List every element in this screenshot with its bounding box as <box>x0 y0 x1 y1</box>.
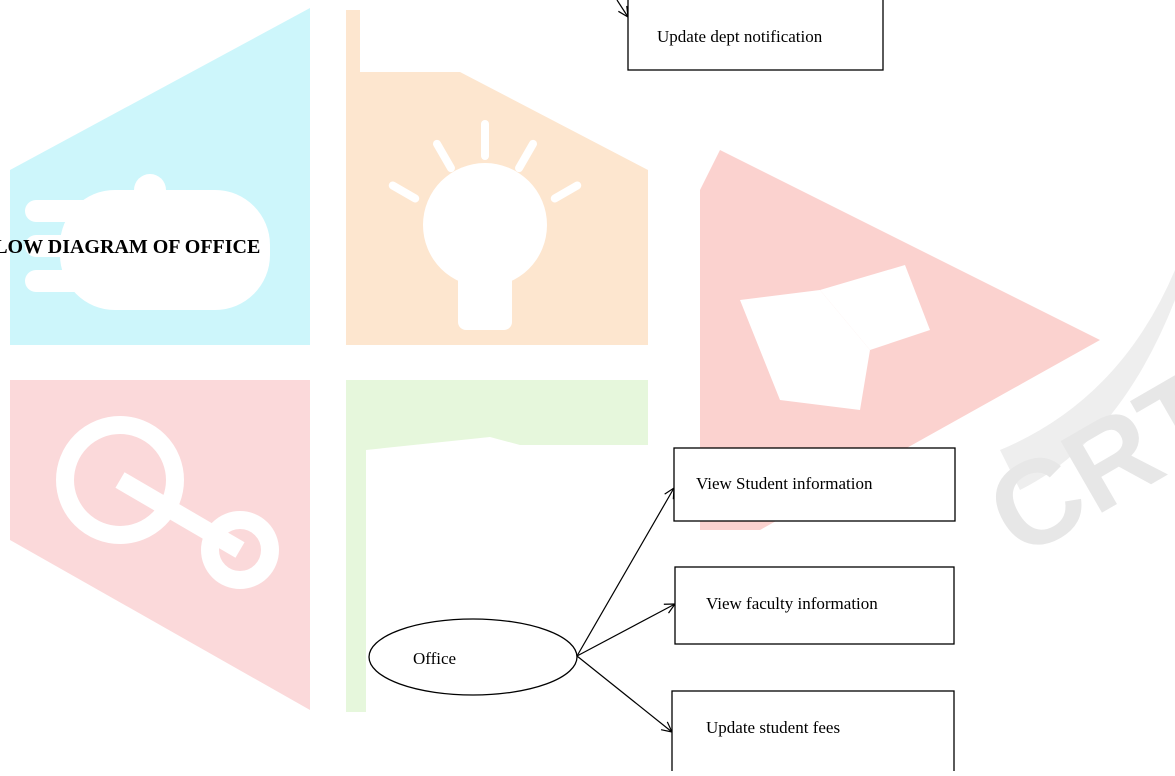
arrow-to-student-fees <box>576 655 672 732</box>
office-label: Office <box>413 649 456 668</box>
watermark-gray-swoosh <box>1000 270 1175 490</box>
view-student-information-label: View Student information <box>696 474 873 493</box>
office-node: Office <box>368 618 578 696</box>
watermark-book-icon <box>740 265 930 410</box>
watermark-hand-icon <box>25 174 270 310</box>
watermark-lightbulb-icon <box>388 120 582 330</box>
watermark-green-tile <box>346 380 648 712</box>
update-dept-notification-label: Update dept notification <box>657 27 823 46</box>
update-student-fees-box: Update student fees <box>671 690 955 776</box>
update-student-fees-label: Update student fees <box>706 718 840 737</box>
watermark-logo: CRT <box>10 8 1175 712</box>
view-student-information-box: View Student information <box>673 447 956 522</box>
view-faculty-information-label: View faculty information <box>706 594 878 613</box>
watermark-gear-icon <box>56 416 279 589</box>
incoming-arrow <box>616 0 628 17</box>
page-title: FLOW DIAGRAM OF OFFICE <box>0 236 261 258</box>
view-faculty-information-box: View faculty information <box>674 566 955 645</box>
arrow-to-faculty-info <box>576 604 675 657</box>
watermark-pink-tile <box>10 380 310 710</box>
update-dept-notification-box: Update dept notification <box>616 0 884 71</box>
arrow-to-student-info <box>576 488 674 657</box>
